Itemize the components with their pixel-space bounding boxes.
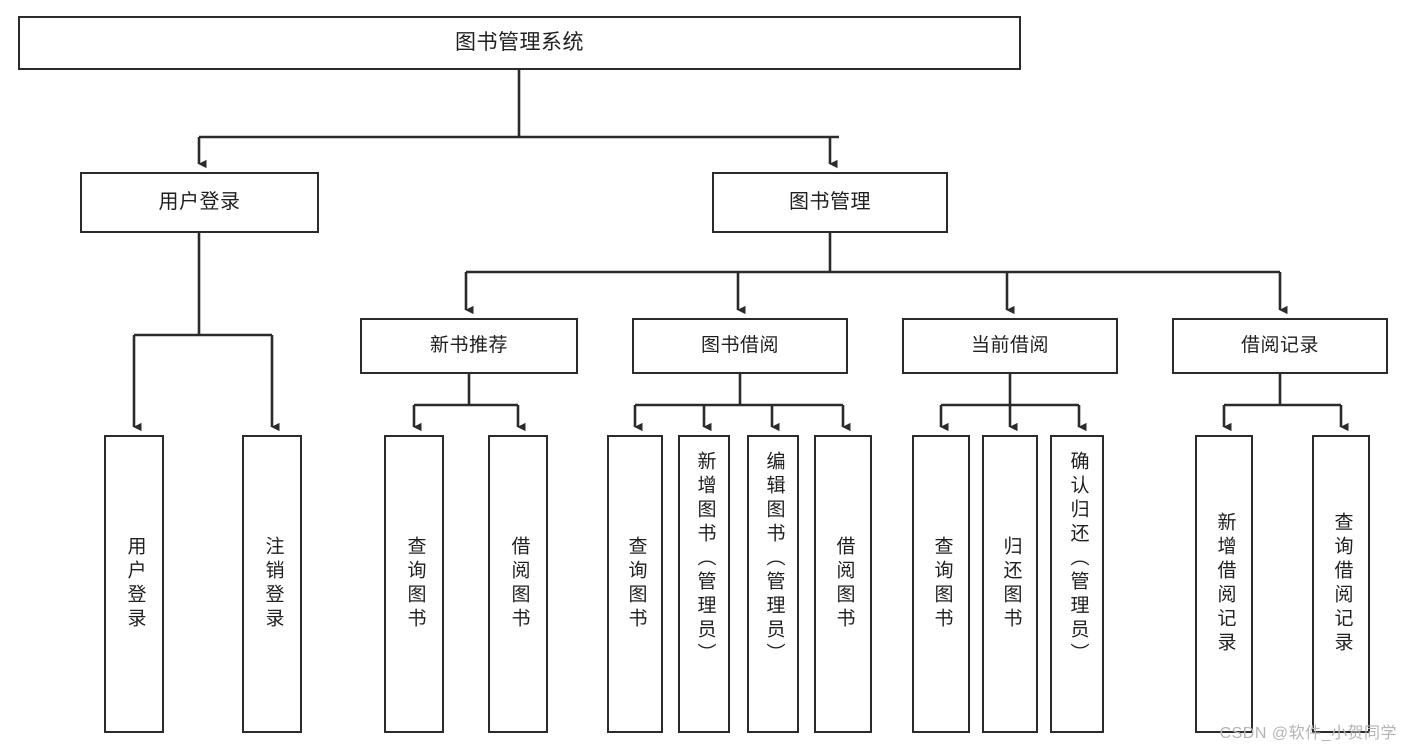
node-current-borrow[interactable]: 当前借阅 bbox=[902, 318, 1118, 374]
node-book-management-label: 图书管理 bbox=[789, 191, 871, 213]
leaf-query-book-nb-label: 查询图书 bbox=[404, 536, 426, 632]
leaf-return-book[interactable]: 归还图书 bbox=[982, 435, 1038, 733]
leaf-user-login-label: 用户登录 bbox=[124, 536, 146, 632]
leaf-add-borrow-record[interactable]: 新增借阅记录 bbox=[1195, 435, 1253, 733]
leaf-borrow-book-nb-label: 借阅图书 bbox=[508, 536, 530, 632]
leaf-query-book-bb[interactable]: 查询图书 bbox=[607, 435, 663, 733]
leaf-logout[interactable]: 注销登录 bbox=[242, 435, 302, 733]
leaf-logout-label: 注销登录 bbox=[262, 536, 284, 632]
leaf-confirm-return-admin[interactable]: 确认归还（管理员） bbox=[1050, 435, 1104, 733]
node-root-system-label: 图书管理系统 bbox=[455, 30, 584, 54]
node-current-borrow-label: 当前借阅 bbox=[970, 335, 1049, 357]
leaf-add-book-admin-label: 新增图书（管理员） bbox=[694, 451, 716, 667]
leaf-return-book-label: 归还图书 bbox=[1000, 536, 1022, 632]
leaf-borrow-book-bb-label: 借阅图书 bbox=[833, 536, 855, 632]
leaf-edit-book-admin-label: 编辑图书（管理员） bbox=[763, 451, 785, 667]
leaf-edit-book-admin[interactable]: 编辑图书（管理员） bbox=[747, 435, 799, 733]
node-user-login[interactable]: 用户登录 bbox=[80, 172, 319, 233]
node-book-borrow-label: 图书借阅 bbox=[700, 335, 779, 357]
leaf-query-book-cb[interactable]: 查询图书 bbox=[912, 435, 970, 733]
leaf-add-book-admin[interactable]: 新增图书（管理员） bbox=[678, 435, 730, 733]
node-new-book-recommend-label: 新书推荐 bbox=[429, 335, 508, 357]
node-root-system[interactable]: 图书管理系统 bbox=[18, 16, 1021, 70]
leaf-borrow-book-nb[interactable]: 借阅图书 bbox=[488, 435, 548, 733]
leaf-query-book-nb[interactable]: 查询图书 bbox=[384, 435, 444, 733]
node-new-book-recommend[interactable]: 新书推荐 bbox=[360, 318, 578, 374]
leaf-query-book-bb-label: 查询图书 bbox=[625, 536, 647, 632]
node-user-login-label: 用户登录 bbox=[158, 191, 241, 213]
leaf-user-login[interactable]: 用户登录 bbox=[104, 435, 164, 733]
node-borrow-records-label: 借阅记录 bbox=[1240, 335, 1319, 357]
leaf-query-borrow-record-label: 查询借阅记录 bbox=[1331, 512, 1353, 656]
leaf-add-borrow-record-label: 新增借阅记录 bbox=[1214, 512, 1236, 656]
node-book-borrow[interactable]: 图书借阅 bbox=[632, 318, 848, 374]
node-book-management[interactable]: 图书管理 bbox=[712, 172, 948, 233]
leaf-query-borrow-record[interactable]: 查询借阅记录 bbox=[1312, 435, 1370, 733]
leaf-confirm-return-admin-label: 确认归还（管理员） bbox=[1067, 451, 1089, 667]
node-borrow-records[interactable]: 借阅记录 bbox=[1172, 318, 1388, 374]
leaf-borrow-book-bb[interactable]: 借阅图书 bbox=[814, 435, 872, 733]
leaf-query-book-cb-label: 查询图书 bbox=[931, 536, 953, 632]
